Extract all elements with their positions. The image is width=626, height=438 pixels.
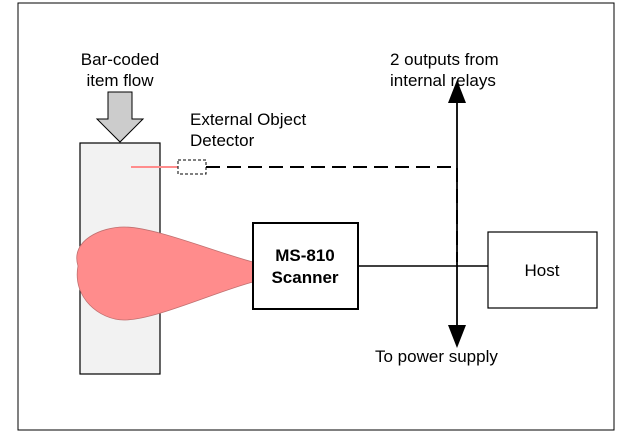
object-detector-icon	[177, 159, 207, 175]
outputs-label-line2: internal relays	[390, 71, 496, 90]
outputs-label-line1: 2 outputs from	[390, 50, 499, 69]
scanner-label-line1: MS-810	[275, 246, 335, 265]
item-flow-label-line1: Bar-coded	[81, 50, 159, 69]
flow-arrow-icon	[95, 91, 145, 143]
scanner-box	[252, 222, 359, 310]
relay-output-arrow-icon	[448, 80, 466, 103]
detector-label-line1: External Object	[190, 110, 306, 129]
power-supply-arrow-icon	[448, 325, 466, 348]
item-flow-label-line2: item flow	[86, 71, 154, 90]
power-supply-label: To power supply	[375, 347, 498, 366]
host-box	[487, 231, 598, 309]
scanner-label-line2: Scanner	[271, 268, 338, 287]
host-label: Host	[525, 261, 560, 280]
detector-label-line2: Detector	[190, 131, 255, 150]
